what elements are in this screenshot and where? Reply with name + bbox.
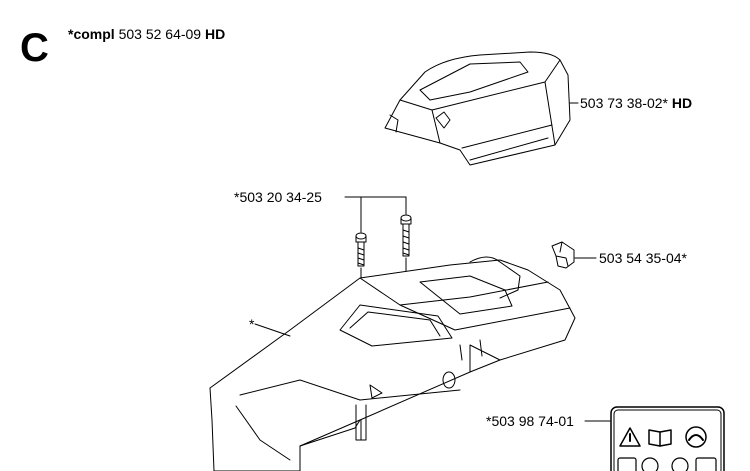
part-number: *503 20 34-25 bbox=[234, 189, 322, 205]
kit-prefix: *compl bbox=[68, 26, 115, 42]
operator-icon bbox=[695, 457, 717, 471]
screw-left bbox=[355, 232, 367, 267]
top-cover-part bbox=[384, 51, 571, 166]
warning-triangle-icon bbox=[619, 427, 641, 447]
part-label-decal: *503 98 74-01 bbox=[486, 413, 574, 429]
kit-number: 503 52 64-09 bbox=[118, 26, 202, 42]
part-label-screws: *503 20 34-25 bbox=[234, 189, 322, 205]
part-number: *503 98 74-01 bbox=[486, 413, 574, 429]
helmet-icon bbox=[685, 426, 707, 448]
tool-symbol-icon bbox=[617, 457, 637, 471]
kit-suffix: HD bbox=[205, 26, 226, 42]
part-number: * bbox=[249, 316, 255, 332]
lower-cover-part bbox=[209, 256, 576, 471]
clip-part bbox=[551, 241, 575, 269]
warning-decal-part bbox=[610, 406, 725, 471]
part-suffix: HD bbox=[671, 95, 693, 111]
prohibition-icon-2 bbox=[671, 457, 689, 471]
part-label-clip: 503 54 35-04* bbox=[599, 250, 687, 266]
part-number: 503 73 38-02* bbox=[580, 95, 668, 111]
prohibition-icon bbox=[641, 457, 659, 471]
part-label-lower-cover: * bbox=[249, 316, 254, 332]
leader-lower-cover bbox=[254, 323, 291, 337]
screw-right bbox=[400, 214, 412, 257]
kit-label: *compl 503 52 64-09 HD bbox=[68, 26, 225, 42]
section-letter: C bbox=[20, 26, 49, 70]
part-number: 503 54 35-04* bbox=[599, 250, 687, 266]
part-label-top-cover: 503 73 38-02* HD bbox=[580, 95, 692, 111]
